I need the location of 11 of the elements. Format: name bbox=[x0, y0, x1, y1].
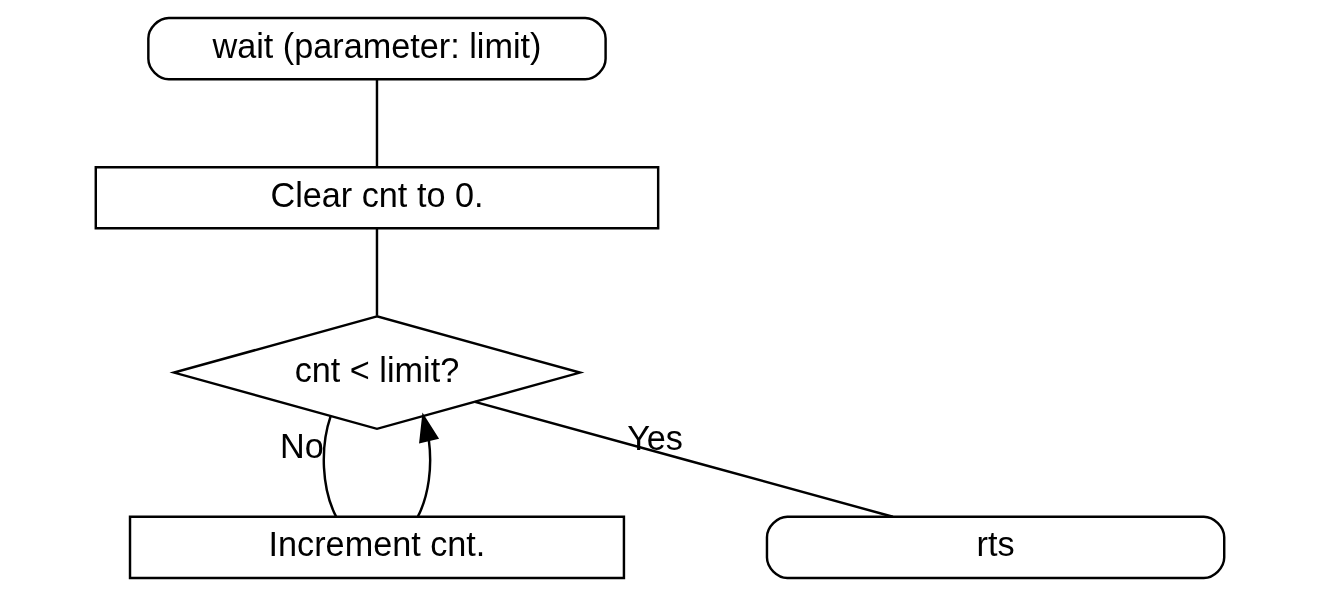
connector bbox=[375, 229, 379, 316]
node-box: Clear cnt to 0. bbox=[94, 165, 660, 230]
node-diamond: cnt < limit? bbox=[169, 315, 585, 431]
edge-label: Yes bbox=[627, 418, 683, 457]
connector bbox=[322, 415, 338, 517]
connector bbox=[375, 79, 379, 167]
arrow bbox=[416, 412, 440, 517]
connector bbox=[474, 400, 894, 518]
node-box: Increment cnt. bbox=[128, 515, 626, 580]
node-box: rts bbox=[765, 515, 1226, 580]
node-box: wait (parameter: limit) bbox=[147, 16, 607, 81]
